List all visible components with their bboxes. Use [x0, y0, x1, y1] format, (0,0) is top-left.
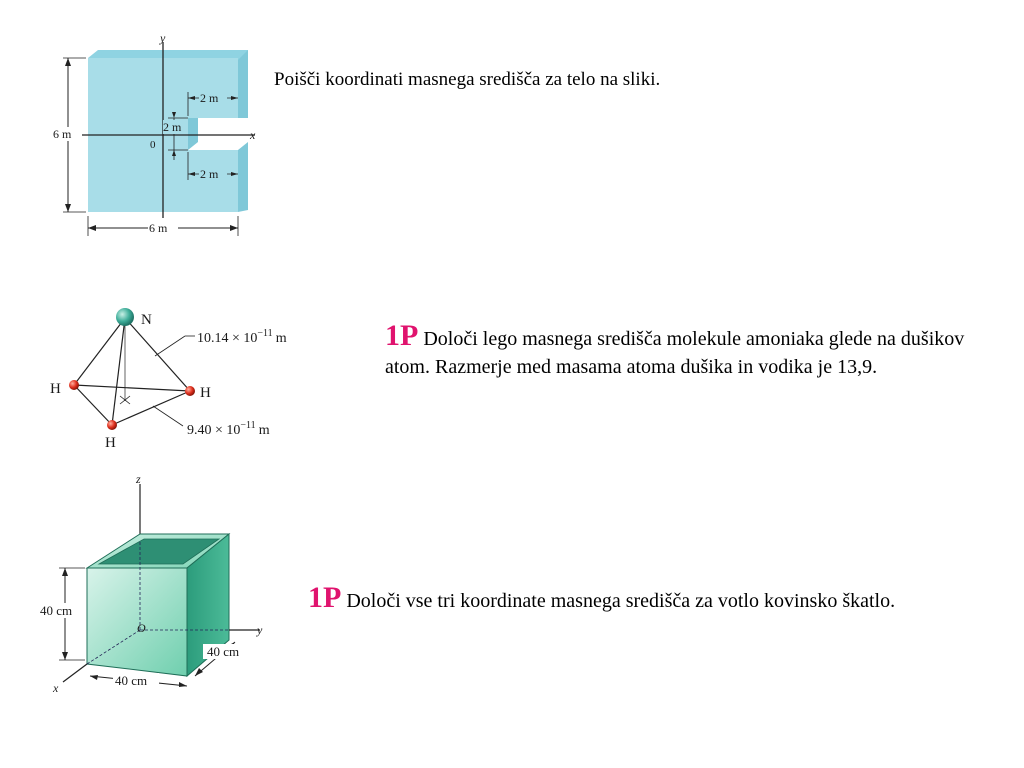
y-axis-label: y — [159, 31, 166, 45]
h-bottom-label: H — [105, 435, 116, 451]
plate-edge-right — [238, 50, 248, 118]
width-dim-label: 6 m — [149, 221, 168, 235]
notch-top-dim-label: 2 m — [200, 91, 219, 105]
box-figure: z O y x 40 cm 40 cm — [35, 470, 285, 700]
problem2-number: 1P — [385, 319, 419, 352]
x-axis-label: x — [52, 681, 59, 695]
plate-edge — [88, 50, 248, 60]
box-front — [86, 567, 188, 677]
problem3-text: Določi vse tri koordinate masnega središ… — [346, 590, 896, 612]
height-dim-label: 6 m — [53, 127, 72, 141]
width-dim-label: 40 cm — [115, 673, 147, 688]
height-dim-label: 40 cm — [40, 603, 72, 618]
notch-height-dim-label: 2 m — [163, 120, 182, 134]
hydrogen-atom-bottom — [107, 420, 117, 430]
box-opening — [97, 538, 221, 565]
z-axis-label: z — [135, 472, 141, 486]
depth-dim-label: 40 cm — [207, 644, 239, 659]
nitrogen-atom — [116, 308, 134, 326]
hydrogen-atom-right — [185, 386, 195, 396]
plate-figure: y x 0 6 m 6 m 2 m 2 m — [50, 30, 280, 250]
origin-label: O — [137, 621, 146, 635]
notch-edge — [188, 118, 198, 150]
bond-n-h-left — [73, 317, 126, 386]
origin-label: 0 — [150, 139, 156, 151]
plate-edge-right-lower — [238, 142, 248, 212]
problem2-text: Določi lego masnega središča molekule am… — [385, 328, 965, 378]
problem2-block: 1P Določi lego masnega središča molekule… — [385, 319, 985, 381]
x-axis-label: x — [249, 128, 256, 142]
problem3-number: 1P — [308, 581, 342, 614]
hydrogen-atom-left — [69, 380, 79, 390]
h-right-label: H — [200, 385, 211, 401]
n-label: N — [141, 312, 152, 328]
problem1-text: Poišči koordinati masnega središča za te… — [274, 69, 661, 90]
box-figure-svg: z O y x 40 cm 40 cm — [39, 472, 263, 695]
plate-figure-svg: y x 0 6 m 6 m 2 m 2 m — [52, 31, 256, 236]
bond-n-h-bottom — [111, 317, 126, 426]
problem3-block: 1P Določi vse tri koordinate masnega sre… — [308, 581, 948, 615]
y-axis-label: y — [256, 623, 263, 637]
notch-bottom-dim-label: 2 m — [200, 167, 219, 181]
x-axis — [62, 663, 88, 683]
h-left-label: H — [50, 381, 61, 397]
